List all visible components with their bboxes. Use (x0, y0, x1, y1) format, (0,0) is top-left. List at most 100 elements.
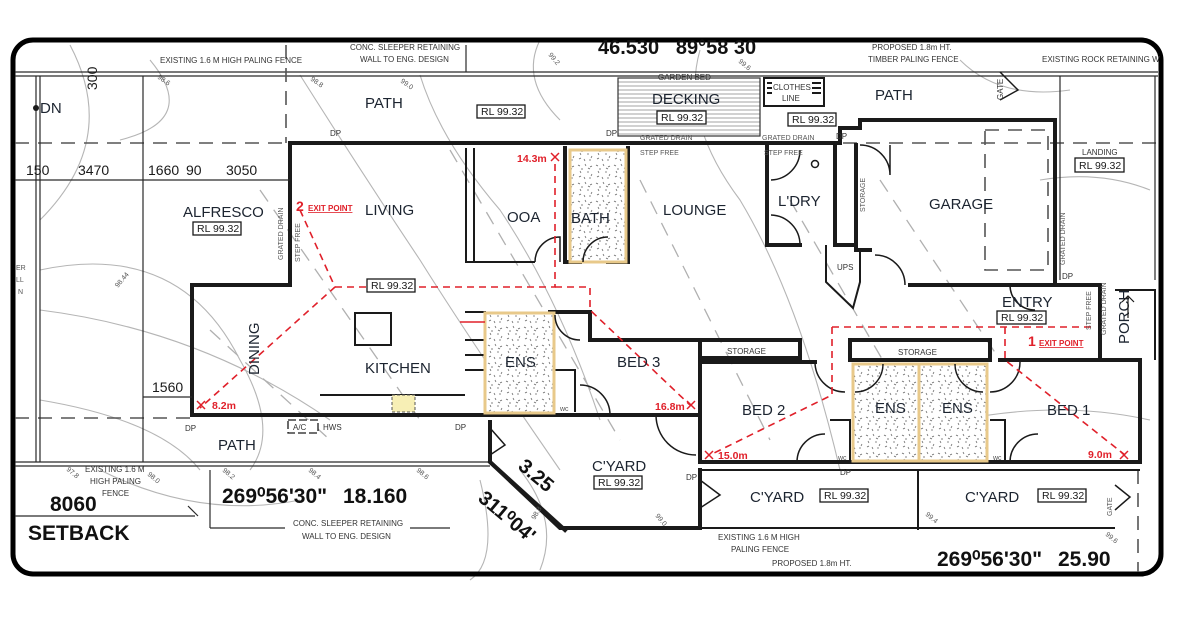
rl-courtyard-1: RL 99.32 (598, 477, 640, 489)
svg-text:98.0: 98.0 (146, 471, 161, 485)
kitchen-appliance (391, 394, 416, 413)
garage-door-outline (984, 129, 1049, 271)
bearing-bottom-left-length: 18.160 (343, 485, 407, 508)
exit-markers (196, 152, 1129, 460)
note-fence-top-left: EXISTING 1.6 M HIGH PALING FENCE (160, 56, 302, 65)
svg-text:99.0: 99.0 (399, 78, 414, 92)
svg-text:98.4: 98.4 (307, 467, 322, 481)
bearing-top: 46.530 89°58 30 (598, 37, 756, 59)
room-ooa: OOA (507, 209, 540, 226)
svg-text:98.8: 98.8 (309, 76, 324, 90)
note-garden-bed: GARDEN BED (658, 73, 711, 82)
label-ac: A/C (293, 423, 307, 432)
diagonal-boundary (487, 459, 568, 533)
label-dp-1: DP (330, 129, 341, 138)
ensuite-1-tiles (483, 311, 556, 415)
room-landing: LANDING (1082, 148, 1118, 157)
rl-box (787, 112, 837, 127)
note-retaining-bottom-2: WALL TO ENG. DESIGN (302, 532, 391, 541)
distance-15-0: 15.0m (718, 450, 748, 462)
exit-1-number: 1 (1028, 333, 1036, 349)
note-step-free-1: STEP FREE (640, 150, 679, 157)
setback-label: SETBACK (28, 522, 130, 545)
label-wc-2: wc (837, 455, 847, 462)
bearing-bottom-left-angle: 269⁰56'30" (222, 485, 327, 508)
svg-text:97.8: 97.8 (65, 466, 80, 480)
note-retaining-top-2: WALL TO ENG. DESIGN (360, 55, 449, 64)
label-dp-3: DP (836, 132, 847, 141)
rl-box (996, 310, 1047, 325)
clothes-line (763, 77, 825, 107)
distance-14-3: 14.3m (517, 153, 547, 165)
rl-alfresco: RL 99.32 (197, 223, 239, 235)
room-path-right: PATH (875, 87, 913, 104)
boundary-lines (15, 45, 1158, 572)
label-dp-path-1: DP (185, 424, 196, 433)
dim-3470: 3470 (78, 162, 109, 178)
svg-text:99.6: 99.6 (737, 58, 752, 72)
room-dining: DINING (246, 323, 263, 376)
svg-text:98.44: 98.44 (114, 271, 131, 289)
label-wc-3: wc (992, 455, 1002, 462)
rl-box (819, 488, 869, 503)
svg-text:99.6: 99.6 (1104, 531, 1119, 545)
note-step-free-entry: STEP FREE (1086, 291, 1093, 330)
room-lounge: LOUNGE (663, 202, 726, 219)
note-fence-bottom-left-3: FENCE (102, 489, 129, 498)
label-wc-1: wc (559, 406, 569, 413)
room-ensuite-1: ENS (505, 354, 536, 371)
ensuite-3-tiles (917, 362, 989, 463)
bearing-bottom-right-angle: 269⁰56'30" (937, 548, 1042, 571)
setback-value: 8060 (50, 493, 97, 516)
ensuite-2-tiles (851, 362, 921, 463)
room-bath: BATH (571, 210, 610, 227)
floor-waste-icon (810, 159, 820, 169)
room-garage: GARAGE (929, 196, 993, 213)
bath-tiles (568, 148, 628, 264)
note-fence-bottom-left-1: EXISTING 1.6 M (85, 465, 145, 474)
rl-entry: RL 99.32 (1001, 312, 1043, 324)
distance-16-8: 16.8m (655, 401, 685, 413)
bearing-bottom-right-length: 25.90 (1058, 548, 1111, 571)
plan-frame (10, 37, 1164, 577)
rl-decking: RL 99.32 (661, 112, 703, 124)
room-alfresco: ALFRESCO (183, 204, 264, 221)
svg-text:99.4: 99.4 (924, 511, 939, 525)
label-gate-bottom: GATE (1107, 497, 1114, 516)
label-dp-2: DP (606, 129, 617, 138)
note-grated-drain-1: GRATED DRAIN (640, 135, 692, 142)
room-storage-2: STORAGE (898, 348, 937, 357)
rl-living: RL 99.32 (371, 280, 413, 292)
ac-unit (287, 419, 319, 434)
label-dp-path-2: DP (455, 423, 466, 432)
note-fence-bottom-left-2: HIGH PALING (90, 477, 141, 486)
room-courtyard-1: C'YARD (592, 458, 646, 475)
note-grated-drain-alfresco: GRATED DRAIN (278, 208, 285, 260)
dim-1560: 1560 (152, 379, 183, 395)
exit-paths (199, 160, 1126, 456)
decking-area (617, 77, 761, 137)
note-left-edge-1: ER (16, 265, 26, 272)
dim-90: 90 (186, 162, 202, 178)
label-gate-top: GATE (996, 79, 1005, 100)
house-walls (190, 118, 1156, 530)
room-courtyard-2: C'YARD (750, 489, 804, 506)
room-laundry: L'DRY (778, 193, 821, 210)
rl-box (1074, 157, 1125, 173)
note-fence-bottom-mid-1: EXISTING 1.6 M HIGH (718, 533, 800, 542)
room-bed-2: BED 2 (742, 402, 785, 419)
room-kitchen: KITCHEN (365, 360, 431, 377)
svg-text:98.2: 98.2 (221, 467, 236, 481)
dim-1660: 1660 (148, 162, 179, 178)
rl-courtyard-3: RL 99.32 (1042, 490, 1084, 502)
rl-box (476, 104, 526, 119)
note-proposed-fence-1: PROPOSED 1.8m HT. (872, 43, 952, 52)
arrow-icon (1121, 295, 1135, 318)
label-dn: DN (40, 100, 62, 117)
rl-box (192, 221, 242, 236)
note-grated-drain-porch: GRATED DRAIN (1101, 283, 1108, 335)
dim-tick (187, 505, 199, 517)
room-entry: ENTRY (1002, 294, 1053, 311)
room-path-top: PATH (365, 95, 403, 112)
